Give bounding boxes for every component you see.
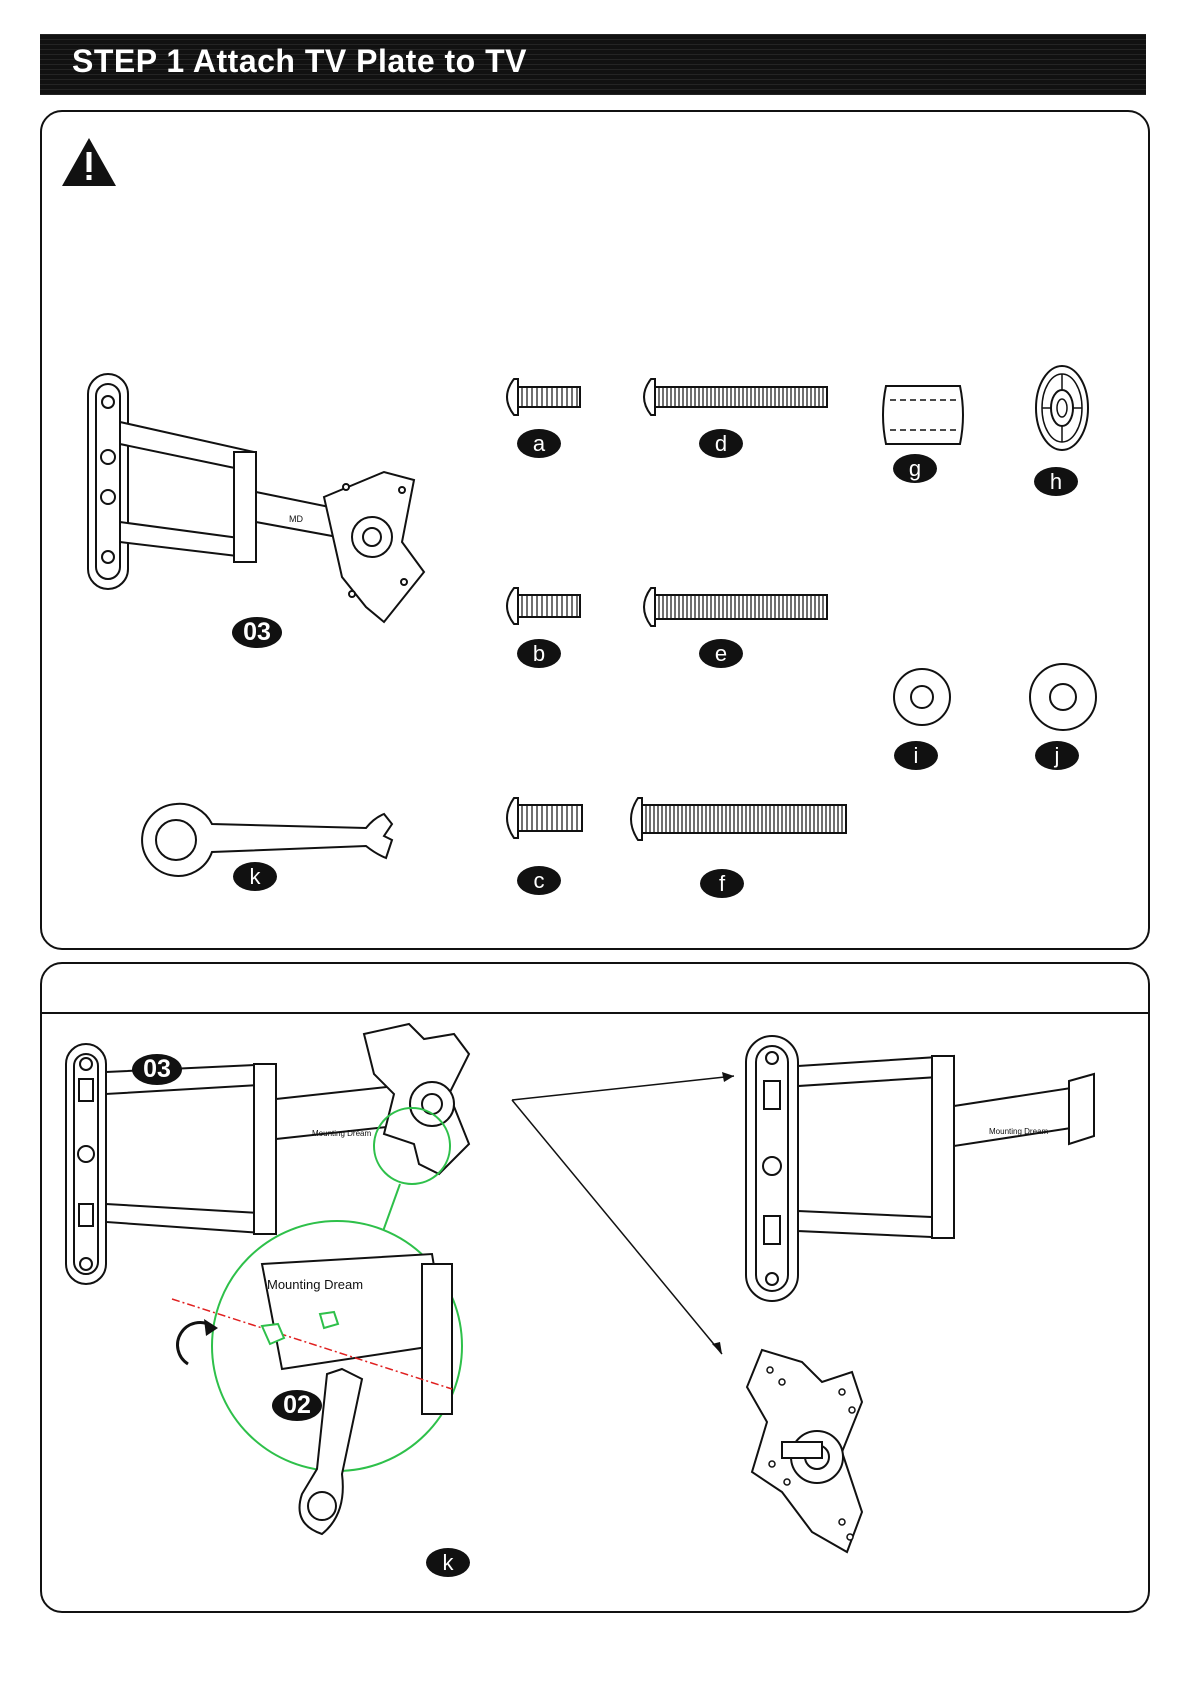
separation-arrows — [512, 1074, 752, 1364]
part-label-03: 03 — [232, 617, 282, 648]
part-label-h: h — [1034, 467, 1078, 496]
brand-text-right: Mounting Dream — [989, 1127, 1048, 1136]
screw-b-icon — [500, 586, 590, 626]
washer-i-icon — [891, 666, 953, 728]
screw-c-icon — [500, 796, 590, 840]
wrench-k-icon — [136, 800, 436, 882]
plate-separated-illustration — [742, 1342, 912, 1562]
step-title: STEP 1 Attach TV Plate to TV — [72, 43, 527, 80]
parts-panel: MD 03 a b c d e f g — [40, 110, 1150, 950]
spacer-g-icon — [878, 382, 968, 448]
washer-j-icon — [1026, 662, 1100, 732]
part-label-a: a — [517, 429, 561, 458]
part-label-e: e — [699, 639, 743, 668]
part-label-f: f — [700, 869, 744, 898]
brand-text-zoom: Mounting Dream — [267, 1277, 363, 1292]
part-label-j: j — [1035, 741, 1079, 770]
part-label-i: i — [894, 741, 938, 770]
adapter-h-icon — [1024, 362, 1100, 458]
step-banner: STEP 1 Attach TV Plate to TV — [40, 34, 1146, 95]
screw-a-icon — [500, 377, 590, 417]
arm-separated-illustration: Mounting Dream — [744, 1036, 1164, 1306]
part-label-g: g — [893, 454, 937, 483]
screw-e-icon — [637, 586, 837, 628]
part-label-c: c — [517, 866, 561, 895]
wrench-label-k: k — [426, 1548, 470, 1577]
arm-label-03: 03 — [132, 1054, 182, 1085]
screw-d-icon — [637, 377, 837, 417]
panel-header-rule — [42, 1012, 1148, 1014]
warning-icon — [60, 136, 118, 188]
part-label-d: d — [699, 429, 743, 458]
svg-text:MD: MD — [289, 514, 303, 524]
nut-label-02: 02 — [272, 1390, 322, 1421]
screw-f-icon — [624, 796, 854, 842]
assembly-panel: Mounting Dream 03 Mounting Dream 02 k — [40, 962, 1150, 1613]
part-label-k: k — [233, 862, 277, 891]
part-label-b: b — [517, 639, 561, 668]
